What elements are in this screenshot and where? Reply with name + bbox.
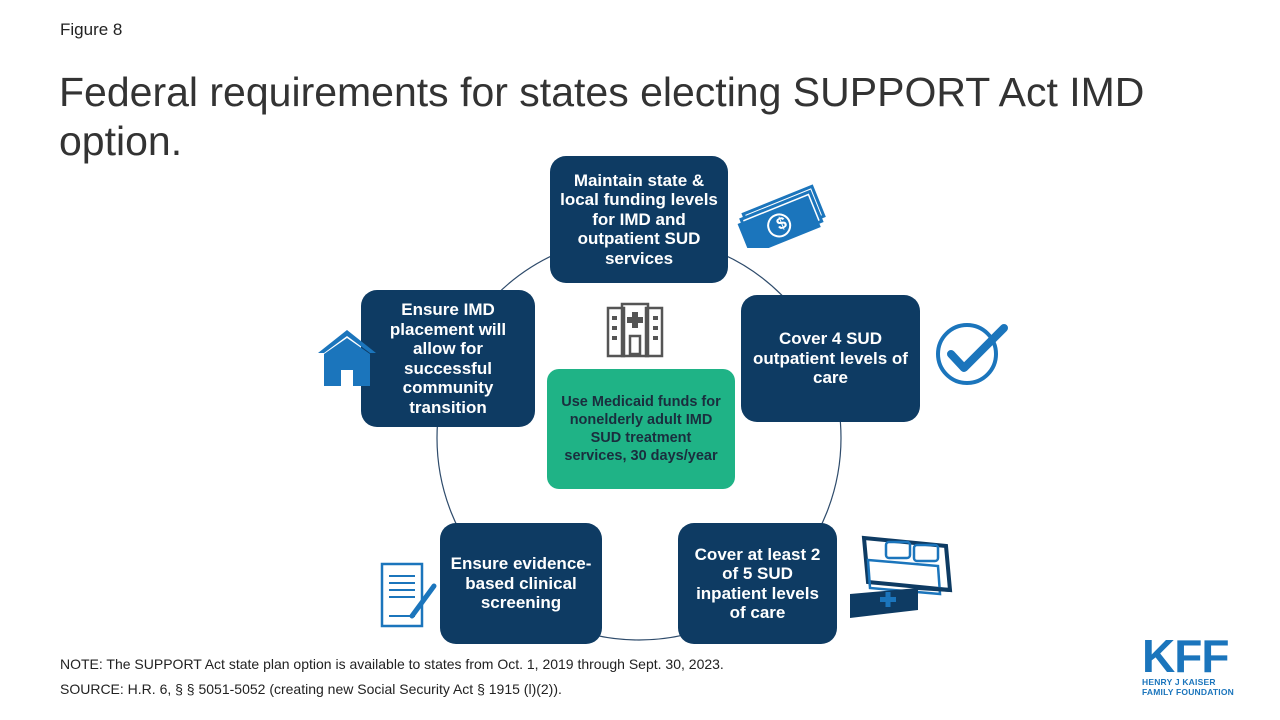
slide-title: Federal requirements for states electing… [59,69,1145,164]
figure-label: Figure 8 [60,20,123,39]
box-inpatient-levels: Cover at least 2 of 5 SUD inpatient leve… [678,523,837,644]
source-text: SOURCE: H.R. 6, § § 5051-5052 (creating … [60,681,562,697]
box-community-transition: Ensure IMD placement will allow for succ… [361,290,535,427]
box-outpatient-levels: Cover 4 SUD outpatient levels of care [741,295,920,422]
box-clinical-screening: Ensure evidence-based clinical screening [440,523,602,644]
checkmark-icon [936,323,1008,385]
logo-main: KFF [1142,630,1229,682]
hospital-bed-icon [850,535,953,618]
box-maintain-funding: Maintain state & local funding levels fo… [550,156,728,283]
hospital-building-icon [606,302,664,358]
document-pen-icon [380,562,437,628]
house-icon [318,330,376,386]
logo-line1: HENRY J KAISER [1142,677,1216,687]
center-box-medicaid-funds: Use Medicaid funds for nonelderly adult … [547,369,735,489]
logo-line2: FAMILY FOUNDATION [1142,687,1235,697]
note-text: NOTE: The SUPPORT Act state plan option … [60,656,724,672]
kff-logo: KFF HENRY J KAISER FAMILY FOUNDATION [1142,630,1237,697]
money-icon: $ [737,184,826,248]
